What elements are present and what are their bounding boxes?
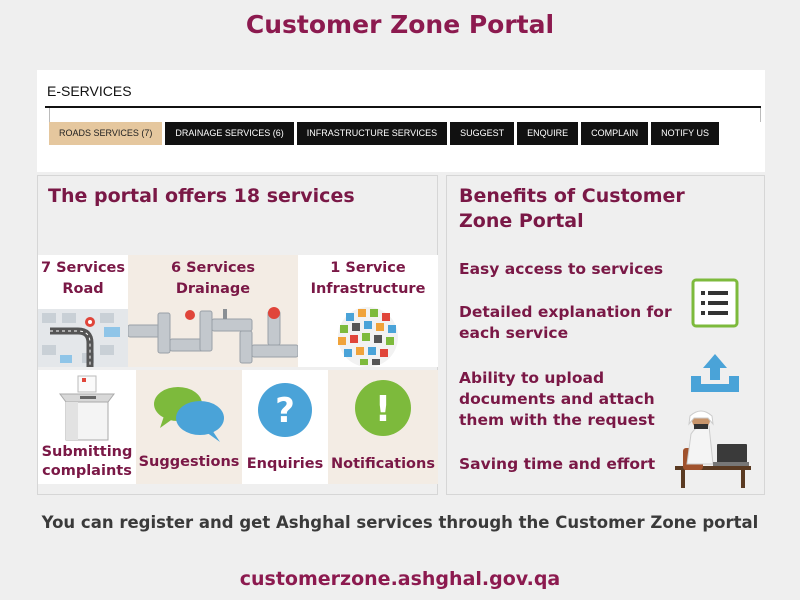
eservices-panel: E-SERVICES ROADS SERVICES (7) DRAINAGE S…	[37, 70, 765, 172]
complaints-label-line2: complaints	[42, 463, 132, 479]
services-panel: The portal offers 18 services 7 Services…	[37, 175, 438, 495]
drainage-services-name: Drainage	[175, 281, 251, 297]
eservices-tabs: ROADS SERVICES (7) DRAINAGE SERVICES (6)…	[49, 122, 722, 145]
benefit-item: Detailed explanation for each service	[459, 303, 672, 342]
road-services-name: Road	[62, 281, 104, 297]
tab-complain[interactable]: COMPLAIN	[581, 122, 649, 145]
tab-suggest[interactable]: SUGGEST	[450, 122, 515, 145]
enquiries-label: Enquiries	[246, 456, 324, 472]
drainage-services-card[interactable]: 6 Services Drainage	[128, 255, 298, 367]
suggestions-label: Suggestions	[138, 454, 240, 470]
notifications-label: Notifications	[331, 456, 435, 472]
enquiries-card[interactable]: ? Enquiries	[242, 370, 328, 484]
benefit-item: Ability to upload documents and attach t…	[459, 369, 655, 429]
tab-enquire[interactable]: ENQUIRE	[517, 122, 579, 145]
suggestions-card[interactable]: Suggestions	[136, 370, 242, 484]
benefits-heading: Benefits of Customer Zone Portal	[459, 185, 685, 232]
road-services-count: 7 Services	[40, 260, 126, 276]
infrastructure-services-card[interactable]: 1 Service Infrastructure	[298, 255, 438, 367]
complaints-label-line1: Submitting	[41, 444, 133, 460]
road-map-icon	[38, 309, 128, 367]
infrastructure-services-name: Infrastructure	[310, 281, 426, 297]
ballot-box-icon	[59, 375, 115, 441]
list-icon	[691, 278, 739, 328]
tab-drainage-services[interactable]: DRAINAGE SERVICES (6)	[165, 122, 294, 145]
benefit-item: Easy access to services	[459, 260, 664, 278]
svg-text:?: ?	[275, 391, 295, 431]
complaints-card[interactable]: Submitting complaints	[38, 370, 136, 484]
pipes-icon	[128, 307, 298, 364]
speech-bubbles-icon	[154, 387, 224, 442]
tab-roads-services[interactable]: ROADS SERVICES (7)	[49, 122, 163, 145]
eservices-title: E-SERVICES	[47, 83, 132, 99]
tab-notify-us[interactable]: NOTIFY US	[651, 122, 719, 145]
footer-text: You can register and get Ashghal service…	[41, 513, 759, 532]
footer-url-link[interactable]: customerzone.ashghal.gov.qa	[239, 568, 561, 590]
drainage-services-count: 6 Services	[170, 260, 256, 276]
tab-infrastructure-services[interactable]: INFRASTRUCTURE SERVICES	[296, 122, 448, 145]
svg-text:!: !	[375, 389, 391, 430]
question-icon: ?	[258, 383, 312, 437]
benefit-item: Saving time and effort	[459, 455, 656, 473]
notifications-card[interactable]: ! Notifications	[328, 370, 438, 484]
upload-icon	[691, 354, 739, 392]
services-heading: The portal offers 18 services	[48, 185, 355, 207]
road-services-card[interactable]: 7 Services Road	[38, 255, 128, 367]
eservices-frame	[49, 108, 761, 122]
benefits-panel: Benefits of Customer Zone Portal Easy ac…	[446, 175, 765, 495]
eservices-divider	[45, 106, 761, 108]
page-title: Customer Zone Portal	[245, 10, 555, 39]
infrastructure-cluster-icon	[338, 307, 398, 367]
exclamation-icon: !	[355, 380, 411, 436]
user-at-laptop-icon	[675, 410, 751, 488]
infrastructure-services-count: 1 Service	[330, 260, 406, 276]
